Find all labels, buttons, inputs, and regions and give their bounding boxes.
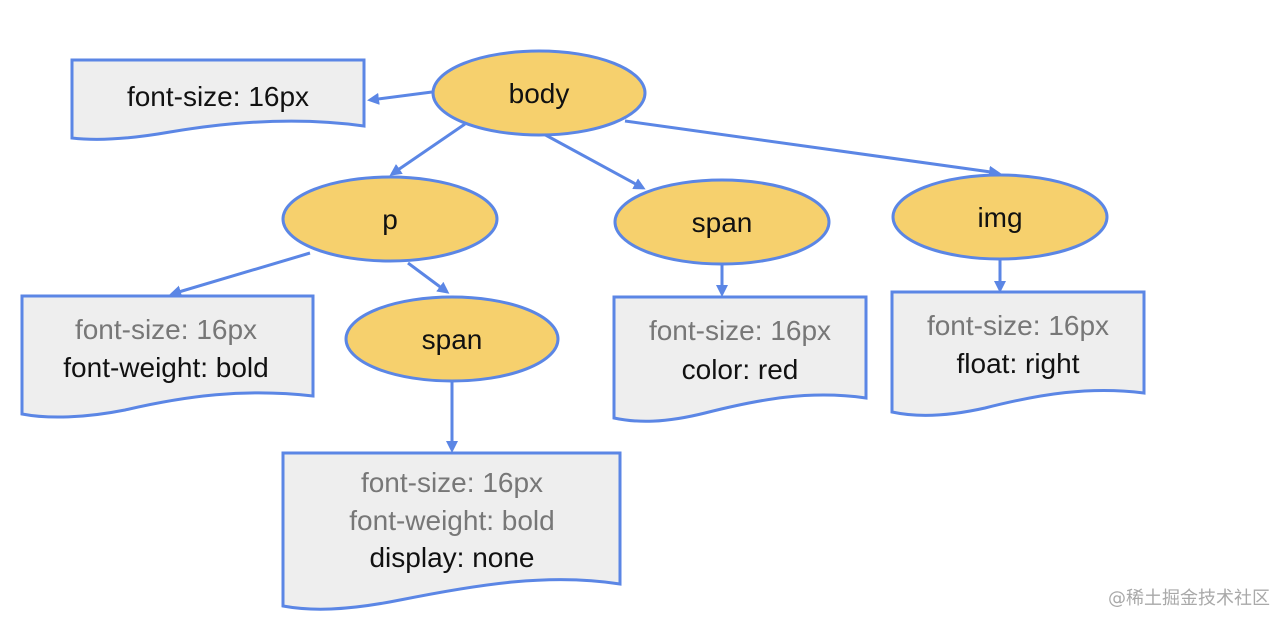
edge-body-to-img <box>624 119 1001 178</box>
node-span-child <box>344 295 560 383</box>
node-span-top-label: span <box>692 207 753 238</box>
edge-body-to-span-top <box>539 130 646 190</box>
span-top-style-box <box>612 295 868 423</box>
span-child-style-font-size: font-size: 16px <box>361 467 543 498</box>
img-style-font-size: font-size: 16px <box>927 310 1109 341</box>
node-p <box>281 175 499 263</box>
node-body <box>431 49 647 137</box>
p-style-box <box>20 294 315 419</box>
img-style-box <box>890 290 1146 417</box>
node-p-label: p <box>382 204 398 235</box>
span-top-style-color: color: red <box>682 354 799 385</box>
node-span-child-label: span <box>422 324 483 355</box>
span-top-style-font-size: font-size: 16px <box>649 315 831 346</box>
span-child-style-font-weight: font-weight: bold <box>349 505 554 536</box>
edge-body-to-body-style <box>367 90 433 105</box>
node-img <box>891 173 1109 261</box>
p-style-font-weight: font-weight: bold <box>63 352 268 383</box>
body-style-font-size: font-size: 16px <box>127 81 309 112</box>
edge-body-to-p <box>389 122 466 176</box>
edge-p-to-span-child <box>407 261 450 294</box>
p-style-font-size: font-size: 16px <box>75 314 257 345</box>
watermark-text: @稀土掘金技术社区 <box>1108 588 1270 609</box>
node-span-top <box>613 178 831 266</box>
edge-p-to-p-style <box>169 251 311 298</box>
node-img-label: img <box>977 202 1022 233</box>
span-child-style-display: display: none <box>369 542 534 573</box>
span-child-style-box <box>281 451 622 611</box>
body-style-box <box>70 58 366 141</box>
node-body-label: body <box>509 78 570 109</box>
img-style-float: float: right <box>957 348 1080 379</box>
